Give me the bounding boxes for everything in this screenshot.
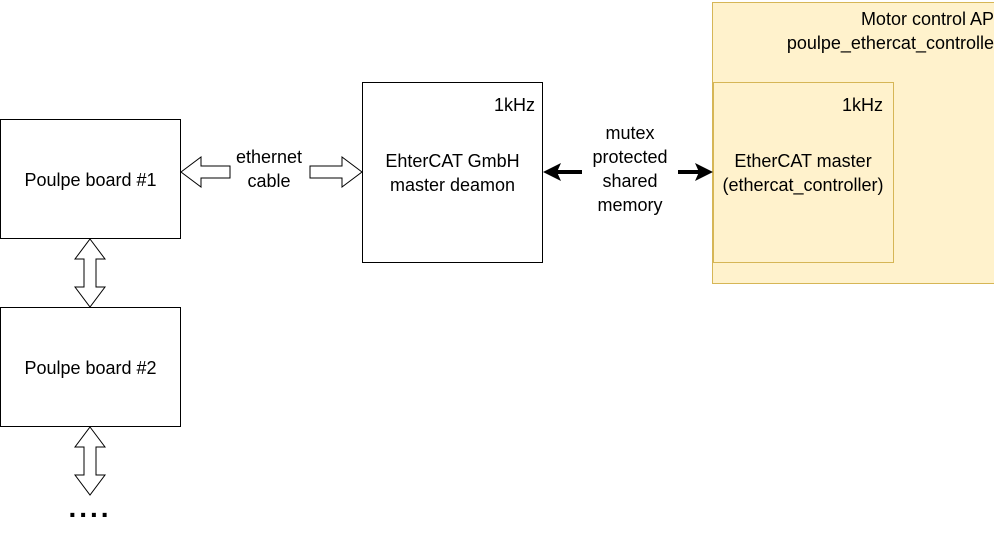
board-continuation-arrow [74,426,106,496]
controller-freq-label: 1kHz [841,95,883,115]
controller-label-line1: EtherCAT master [734,151,872,171]
continuation-ellipsis: .... [68,492,112,523]
ethernet-label-line2: cable [247,171,291,191]
shared-memory-label-line3: shared [602,171,658,191]
poulpe-board-1-box [0,119,181,239]
controller-label-line2: (ethercat_controller) [722,175,884,195]
daemon-label-line2: master deamon [389,175,516,195]
shared-memory-label-line2: protected [592,147,668,167]
ethernet-arrow-left [180,156,231,188]
master-daemon-box [362,82,543,263]
ethernet-label-line1: ethernet [235,147,303,167]
ethercat-controller-box [713,82,894,263]
daemon-freq-label: 1kHz [493,95,535,115]
shared-memory-arrow-left [543,163,582,181]
ethernet-arrow-right [309,156,363,188]
daemon-label-line1: EhterCAT GmbH [385,151,520,171]
shared-memory-label-line4: memory [597,195,663,215]
poulpe-board-2-box [0,307,181,427]
shared-memory-label-line1: mutex [605,123,655,143]
board-1-label: Poulpe board #1 [24,170,157,190]
shared-memory-arrow-right [678,163,713,181]
board-2-label: Poulpe board #2 [24,358,157,378]
app-label-line1: Motor control AP [860,9,994,29]
board-link-arrow [74,238,106,308]
app-label-line2: poulpe_ethercat_controlle [786,33,994,53]
